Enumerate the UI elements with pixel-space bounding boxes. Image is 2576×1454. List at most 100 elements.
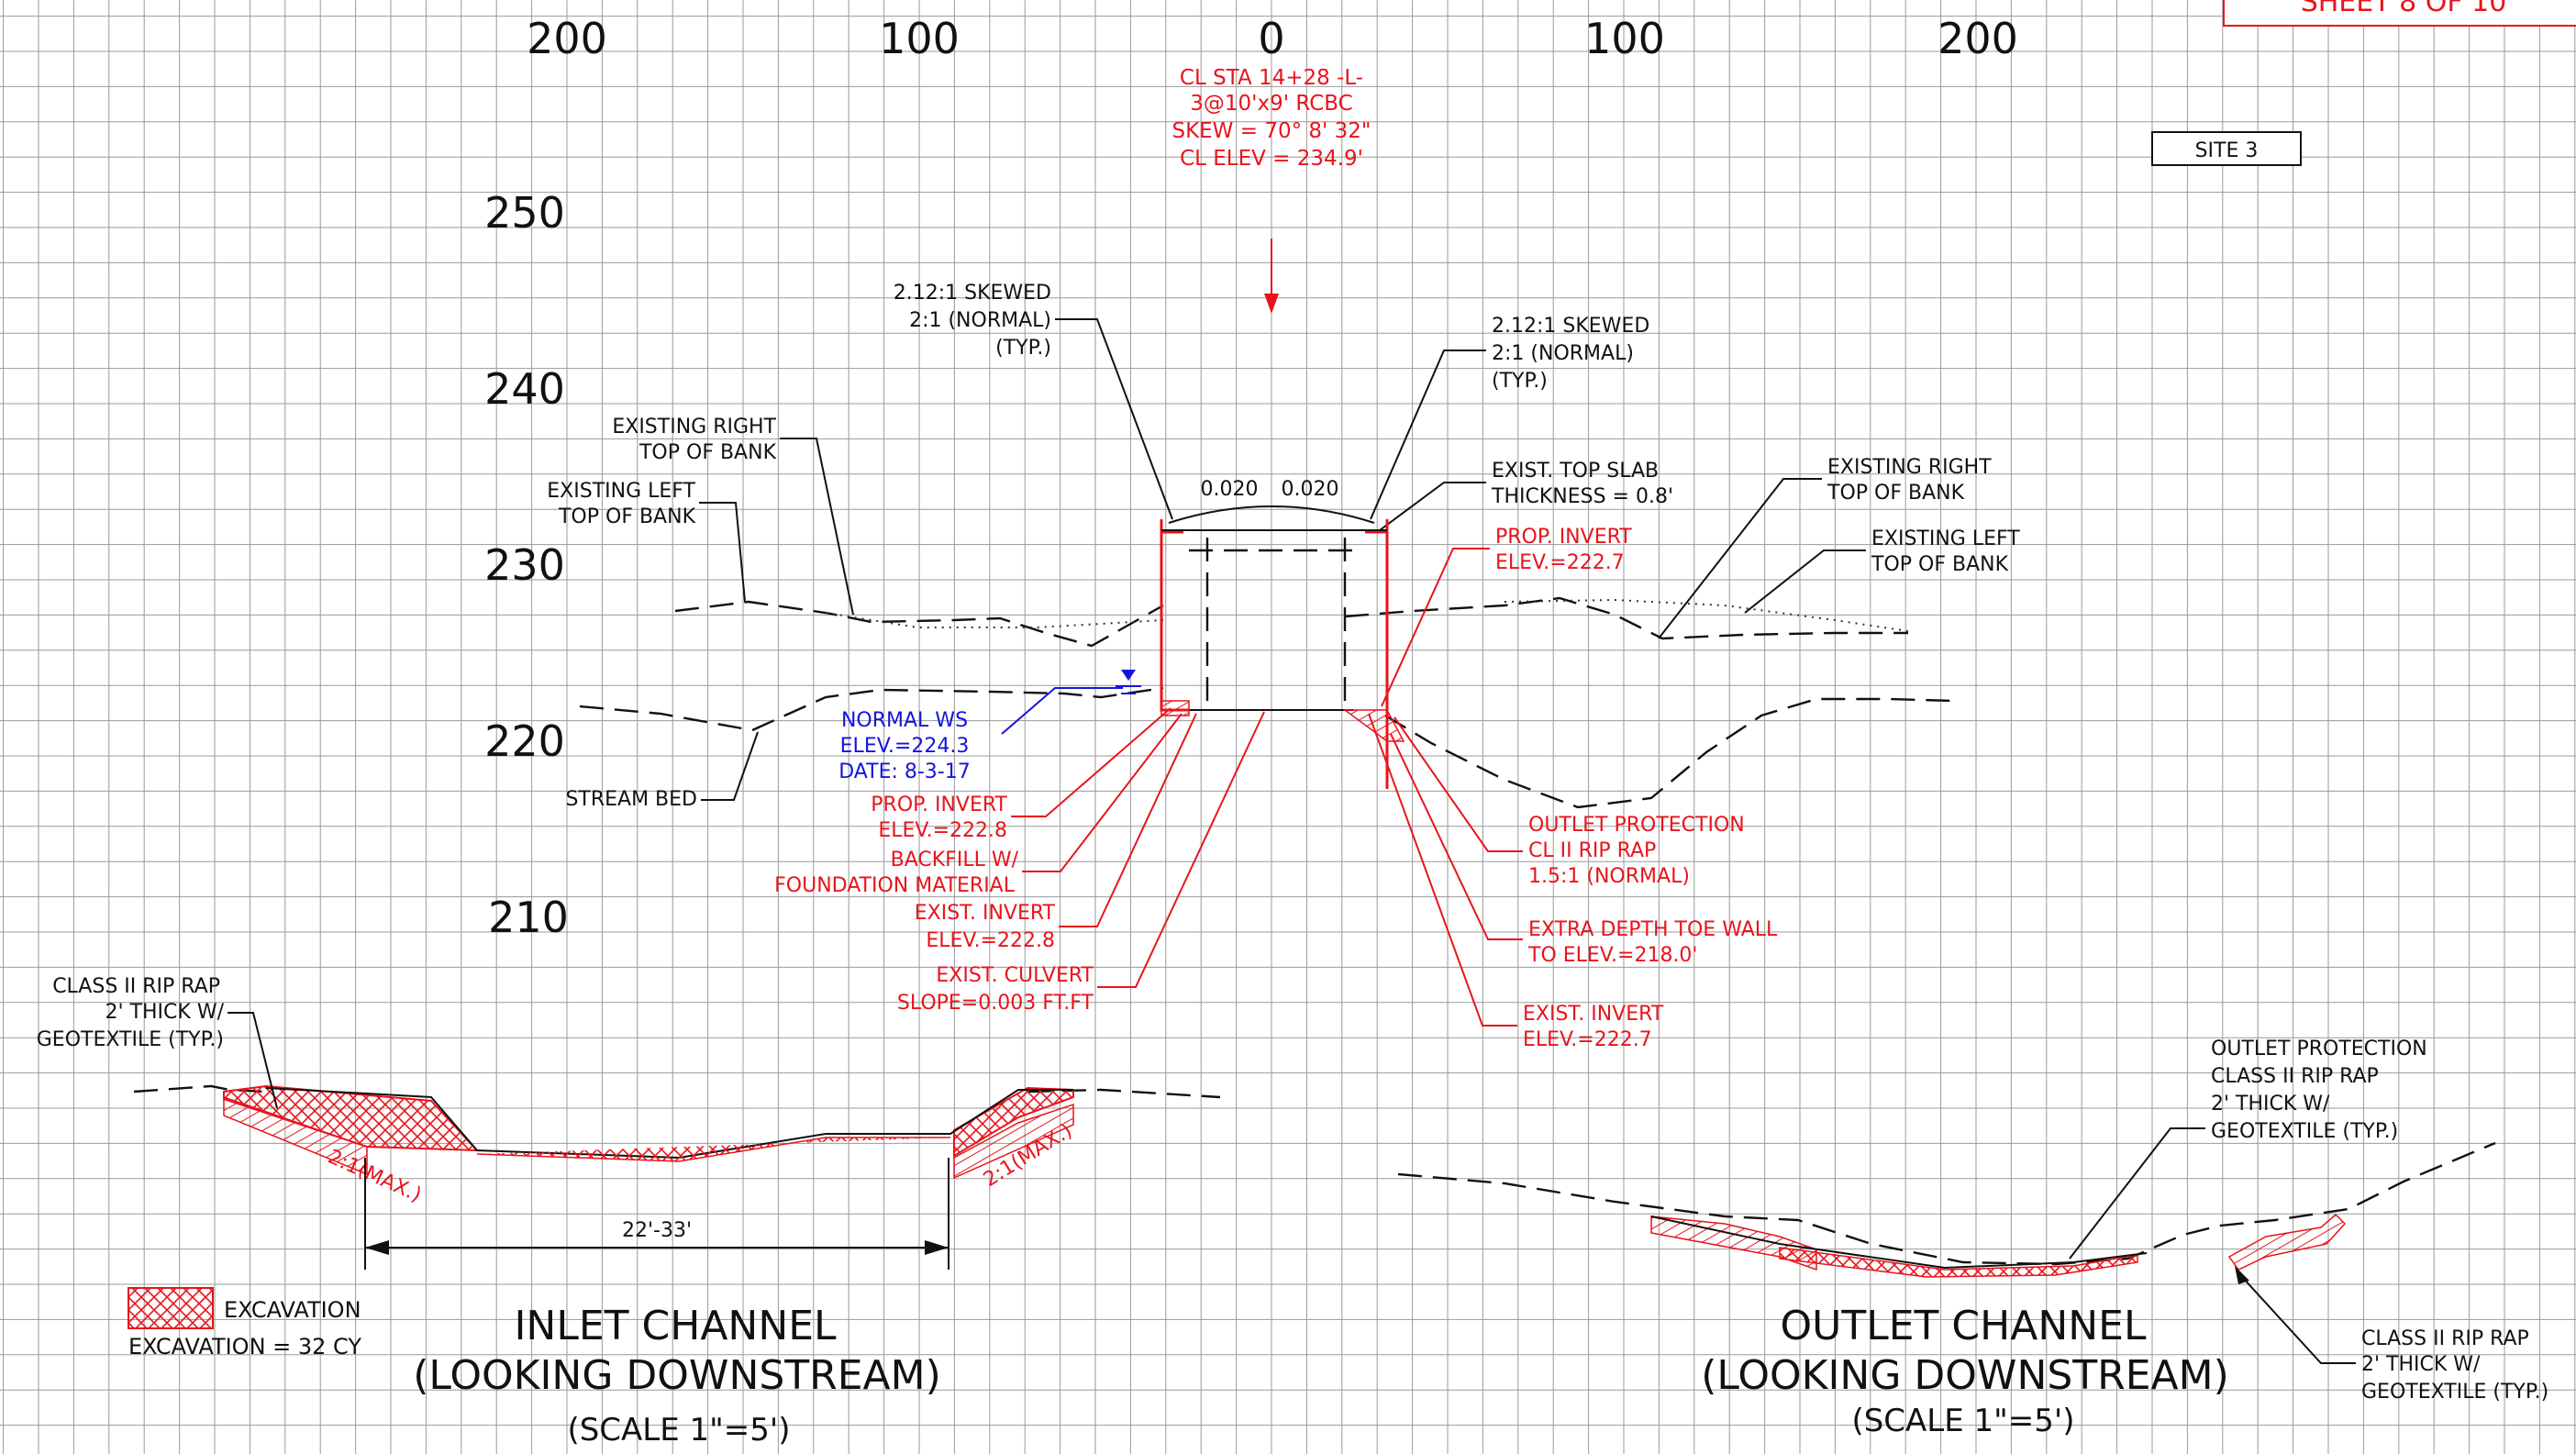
x-tick: 0	[1258, 14, 1284, 63]
slope-right-leader	[1370, 350, 1486, 520]
inlet-exist-invert: ELEV.=222.8	[926, 929, 1055, 952]
sheet-box	[2223, 0, 2576, 27]
inlet-riprap-note: 2' THICK W/	[105, 1001, 225, 1024]
stream-bed-label: STREAM BED	[565, 788, 697, 811]
outlet-title: OUTLET CHANNEL	[1781, 1303, 2147, 1349]
site-label: SITE 3	[2195, 139, 2259, 162]
normal-ws: NORMAL WS	[841, 709, 968, 732]
inlet-riprap-right	[953, 1103, 1074, 1180]
outlet-riprap-leader	[2241, 1276, 2356, 1364]
excavation-legend-label: EXCAVATION	[224, 1297, 361, 1323]
outlet-protection-note: OUTLET PROTECTION	[2211, 1038, 2427, 1060]
outlet-protection-note: 2' THICK W/	[2211, 1093, 2330, 1115]
outlet-protection-leader	[1393, 716, 1523, 852]
inlet-existing-ground-right	[1027, 1088, 1221, 1099]
site-box	[2151, 131, 2302, 166]
crown-arc	[1168, 505, 1375, 524]
backfill-note: FOUNDATION MATERIAL	[774, 874, 1016, 897]
crown-right: 0.020	[1282, 478, 1339, 501]
y-tick: 250	[484, 188, 565, 238]
inlet-riprap-note: GEOTEXTILE (TYP.)	[37, 1028, 224, 1051]
outlet-protection-leader	[2069, 1127, 2205, 1260]
y-tick: 220	[484, 716, 565, 766]
stream-bed-line-right	[1384, 697, 1955, 809]
stream-bed-leader	[701, 731, 759, 801]
top-slab-leader	[1379, 482, 1486, 531]
prop-invert-outlet: ELEV.=222.7	[1495, 551, 1625, 574]
cl-elev: CL ELEV = 234.9'	[1180, 147, 1363, 171]
slope-right-note: 2:1 (NORMAL)	[1492, 342, 1634, 365]
outlet-protection-note: CL II RIP RAP	[1528, 839, 1656, 862]
outlet-protection-note: OUTLET PROTECTION	[1528, 814, 1745, 837]
slope-left-leader	[1055, 318, 1173, 520]
culvert-section	[1160, 519, 1405, 789]
slope-left-note: 2.12:1 SKEWED	[894, 282, 1051, 305]
inlet-width: 22'-33'	[622, 1219, 692, 1242]
left-left-bank-leader	[699, 502, 746, 603]
outlet-scale: (SCALE 1"=5')	[1851, 1403, 2074, 1439]
inlet-riprap-left	[223, 1095, 368, 1176]
toe-wall-note: EXTRA DEPTH TOE WALL	[1528, 918, 1778, 941]
outlet-riprap-bottom	[1779, 1247, 2138, 1278]
inlet-exist-invert-leader	[1059, 713, 1197, 927]
top-slab-note: THICKNESS = 0.8'	[1491, 485, 1673, 508]
cl-culvert: 3@10'x9' RCBC	[1190, 92, 1352, 116]
left-side-right-bank: EXISTING RIGHT	[612, 416, 776, 438]
sheet-label: SHEET 8 OF 10	[2301, 0, 2507, 18]
backfill-note: BACKFILL W/	[891, 849, 1019, 871]
right-side-right-bank: EXISTING RIGHT	[1827, 456, 1992, 479]
backfill-leader	[1022, 713, 1183, 872]
inlet-scale: (SCALE 1"=5')	[567, 1412, 790, 1448]
right-side-left-bank: EXISTING LEFT	[1871, 527, 2020, 550]
outlet-exist-invert: EXIST. INVERT	[1523, 1003, 1664, 1026]
inlet-riprap-leader	[228, 1012, 278, 1109]
right-left-bank-leader	[1744, 549, 1866, 614]
x-tick: 200	[1938, 14, 2018, 63]
normal-ws: DATE: 8-3-17	[838, 760, 971, 783]
excavation-legend-swatch	[128, 1287, 214, 1329]
inlet-prop-invert: ELEV.=222.8	[878, 819, 1007, 842]
crown-left: 0.020	[1201, 478, 1259, 501]
outlet-exist-invert: ELEV.=222.7	[1523, 1028, 1652, 1051]
outlet-riprap-note: 2' THICK W/	[2361, 1353, 2481, 1376]
outlet-protection-note: CLASS II RIP RAP	[2211, 1065, 2379, 1088]
x-tick: 100	[879, 14, 960, 63]
culvert-slope: EXIST. CULVERT	[936, 964, 1094, 987]
outlet-riprap-note: GEOTEXTILE (TYP.)	[2361, 1381, 2548, 1404]
outlet-exist-invert-leader	[1368, 713, 1517, 1027]
right-right-bank-leader	[1658, 478, 1822, 639]
stream-bed-line-left	[579, 686, 1164, 732]
inlet-title: (LOOKING DOWNSTREAM)	[413, 1352, 941, 1399]
slope-right-note: (TYP.)	[1492, 370, 1548, 393]
x-tick: 200	[527, 14, 607, 63]
slope-left-note: 2:1 (NORMAL)	[909, 309, 1051, 332]
inlet-riprap-note: CLASS II RIP RAP	[52, 975, 220, 998]
left-side-right-bank: TOP OF BANK	[638, 441, 777, 464]
toe-wall-leader	[1390, 733, 1523, 940]
left-right-bank-leader	[780, 438, 854, 616]
x-tick: 100	[1584, 14, 1665, 63]
outlet-title: (LOOKING DOWNSTREAM)	[1701, 1352, 2229, 1399]
toe-wall-note: TO ELEV.=218.0'	[1527, 944, 1697, 967]
prop-invert-outlet-leader	[1381, 548, 1490, 707]
outlet-proposed-channel	[1650, 1215, 2148, 1270]
inlet-title: INLET CHANNEL	[514, 1303, 837, 1349]
centerline-arrowhead	[1264, 294, 1279, 314]
inlet-excavation-right	[953, 1086, 1074, 1158]
top-slab-note: EXIST. TOP SLAB	[1492, 460, 1659, 483]
slope-left-note: (TYP.)	[995, 337, 1051, 360]
y-tick: 240	[484, 364, 565, 414]
prop-invert-outlet: PROP. INVERT	[1495, 526, 1632, 549]
cl-skew: SKEW = 70° 8' 32"	[1171, 119, 1371, 143]
excavation-quantity: EXCAVATION = 32 CY	[128, 1334, 361, 1360]
inlet-prop-invert-leader	[1011, 707, 1171, 817]
outlet-protection-note: GEOTEXTILE (TYP.)	[2211, 1120, 2398, 1143]
existing-bank-dotted-right	[1504, 598, 1909, 632]
y-tick: 230	[484, 540, 565, 590]
culvert-slope-leader	[1097, 711, 1265, 988]
inlet-bottom-hatch	[476, 1137, 950, 1162]
normal-ws: ELEV.=224.3	[840, 735, 970, 758]
